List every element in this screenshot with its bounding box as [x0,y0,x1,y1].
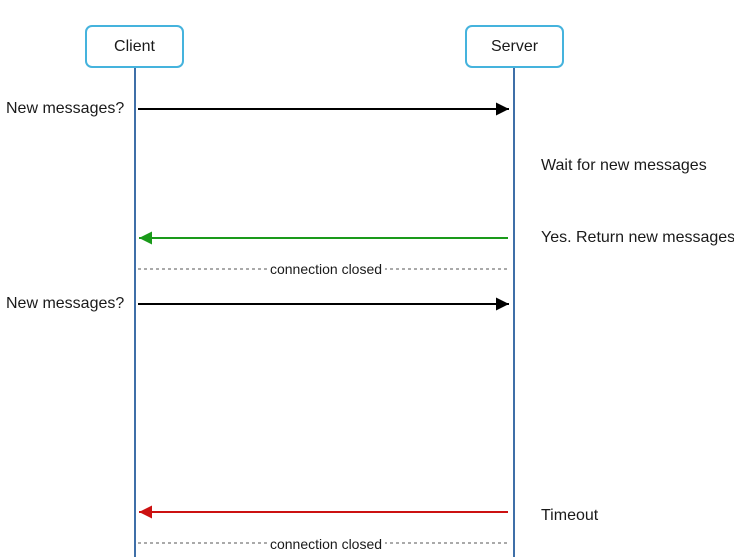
request-label-1: New messages? [6,100,125,117]
request-label-2: New messages? [6,295,125,312]
client-actor-label: Client [114,38,155,55]
connection-closed-label-2: connection closed [266,536,386,552]
server-wait-label: Wait for new messages [541,157,707,174]
server-actor-label: Server [490,38,539,55]
client-actor-box: Client [85,25,184,68]
response-label: Yes. Return new messages [541,229,734,246]
connection-closed-label-1: connection closed [266,261,386,277]
timeout-label: Timeout [541,507,599,524]
server-actor-box: Server [465,25,564,68]
